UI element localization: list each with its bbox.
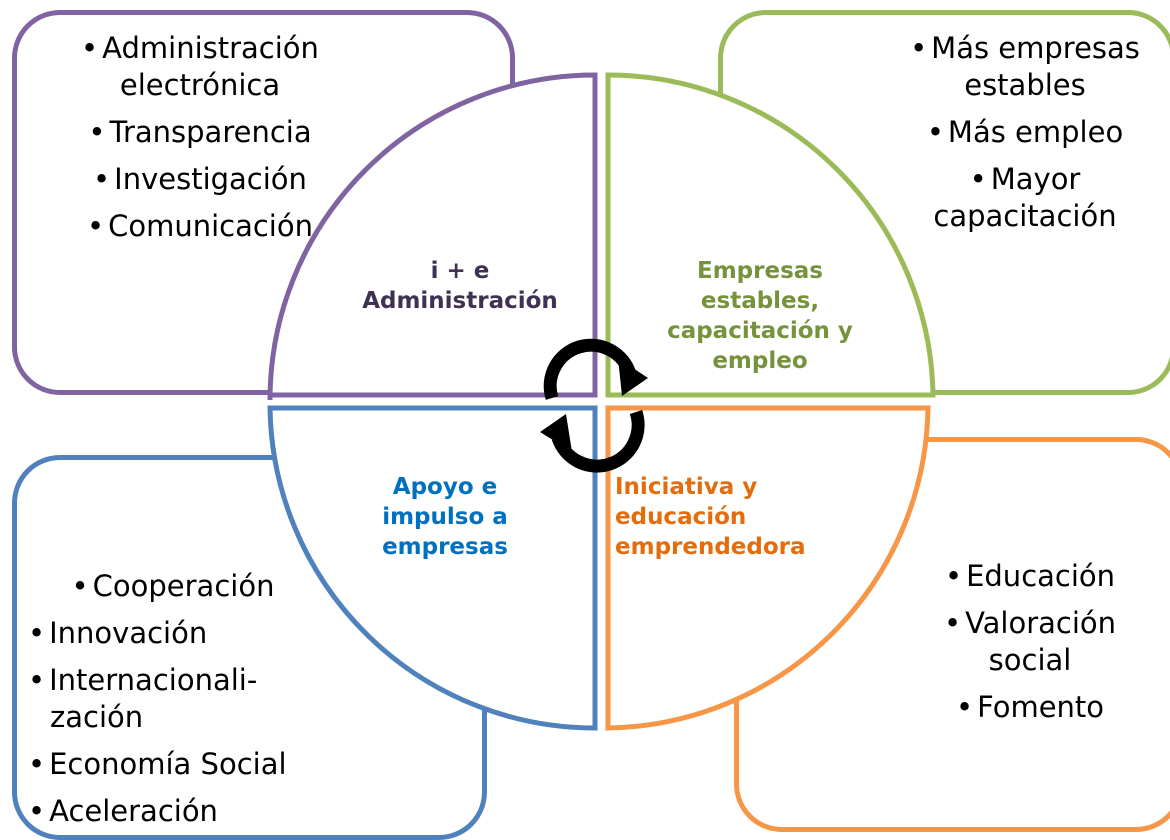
quadrant-title-stable-companies: Empresas estables, capacitación y empleo [620, 256, 900, 376]
list-item: Educación [920, 558, 1140, 595]
cycle-arrows-icon [540, 338, 648, 473]
list-item: Más empleo [880, 114, 1170, 151]
list-item: Fomento [920, 689, 1140, 726]
quadrant-title-company-support: Apoyo e impulso a empresas [300, 472, 590, 562]
list-item: Valoración social [920, 605, 1140, 679]
title-line: Administración [362, 288, 558, 314]
quadrant-bottom-left [267, 405, 598, 731]
quadrant-top-right [605, 72, 936, 398]
list-item: Investigación [40, 161, 360, 198]
title-line: i + e [430, 258, 490, 284]
list-item: Administración electrónica [40, 30, 360, 104]
stable-companies-list: Más empresas estables Más empleo Mayor c… [880, 30, 1170, 245]
title-line: estables, [700, 288, 820, 314]
list-item: Más empresas estables [880, 30, 1170, 104]
company-support-list: Cooperación Innovación Internacionali-za… [28, 568, 318, 840]
quadrant-title-entrepreneurial-initiative: Iniciativa y educación emprendedora [615, 472, 855, 562]
title-line: emprendedora [615, 534, 806, 560]
title-line: Empresas [697, 258, 823, 284]
quadrant-title-administration: i + e Administración [300, 256, 620, 316]
title-line: Iniciativa y [615, 474, 758, 500]
list-item: Mayor capacitación [880, 161, 1170, 235]
list-item: Aceleración [28, 793, 318, 830]
title-line: empleo [712, 348, 808, 374]
title-line: educación [615, 504, 747, 530]
title-line: capacitación y [667, 318, 853, 344]
list-item: Transparencia [40, 114, 360, 151]
quadrant-bottom-right [605, 405, 931, 731]
list-item: Innovación [28, 615, 318, 652]
list-item: Internacionali-zación [28, 662, 318, 736]
list-item: Comunicación [40, 208, 360, 245]
list-item: Economía Social [28, 746, 318, 783]
list-item: Cooperación [28, 568, 318, 605]
title-line: impulso a [382, 504, 508, 530]
title-line: empresas [382, 534, 508, 560]
title-line: Apoyo e [392, 474, 498, 500]
administration-list: Administración electrónica Transparencia… [40, 30, 360, 255]
entrepreneurial-initiative-list: Educación Valoración social Fomento [920, 558, 1140, 736]
